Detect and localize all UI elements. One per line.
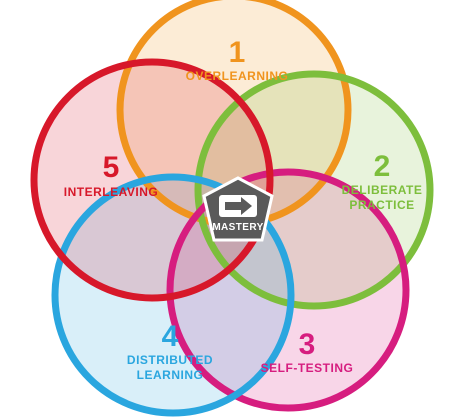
label-overlearning: 1 OVERLEARNING (182, 36, 292, 83)
label-distributed-learning: 4 DISTRIBUTED LEARNING (120, 320, 220, 382)
number-1: 1 (228, 36, 246, 69)
number-2: 2 (373, 150, 391, 183)
label-deliberate-practice: 2 DELIBERATE PRACTICE (332, 150, 432, 212)
label-interleaving-text: INTERLEAVING (63, 185, 159, 199)
label-overlearning-text: OVERLEARNING (185, 69, 289, 83)
number-5: 5 (102, 151, 120, 184)
right-arrow-icon (225, 197, 252, 215)
label-self-testing: 3 SELF-TESTING (252, 328, 362, 375)
number-3: 3 (298, 328, 316, 361)
label-self-testing-text: SELF-TESTING (260, 361, 354, 375)
label-distributed-learning-line2: LEARNING (136, 368, 204, 382)
circle-self-testing (166, 168, 410, 412)
circle-interleaving (30, 58, 274, 302)
circle-distributed-learning (51, 173, 295, 417)
mastery-badge (202, 176, 274, 242)
label-distributed-learning-line1: DISTRIBUTED (126, 353, 214, 367)
label-deliberate-practice-line2: PRACTICE (349, 198, 415, 212)
circle-outlines (30, 0, 434, 417)
number-4: 4 (161, 320, 179, 353)
circle-deliberate-practice (194, 70, 434, 310)
label-interleaving: 5 INTERLEAVING (56, 151, 166, 199)
circle-overlearning-fill (120, 0, 348, 224)
label-deliberate-practice-line1: DELIBERATE (341, 183, 423, 197)
mastery-label: MASTERY (212, 222, 264, 233)
